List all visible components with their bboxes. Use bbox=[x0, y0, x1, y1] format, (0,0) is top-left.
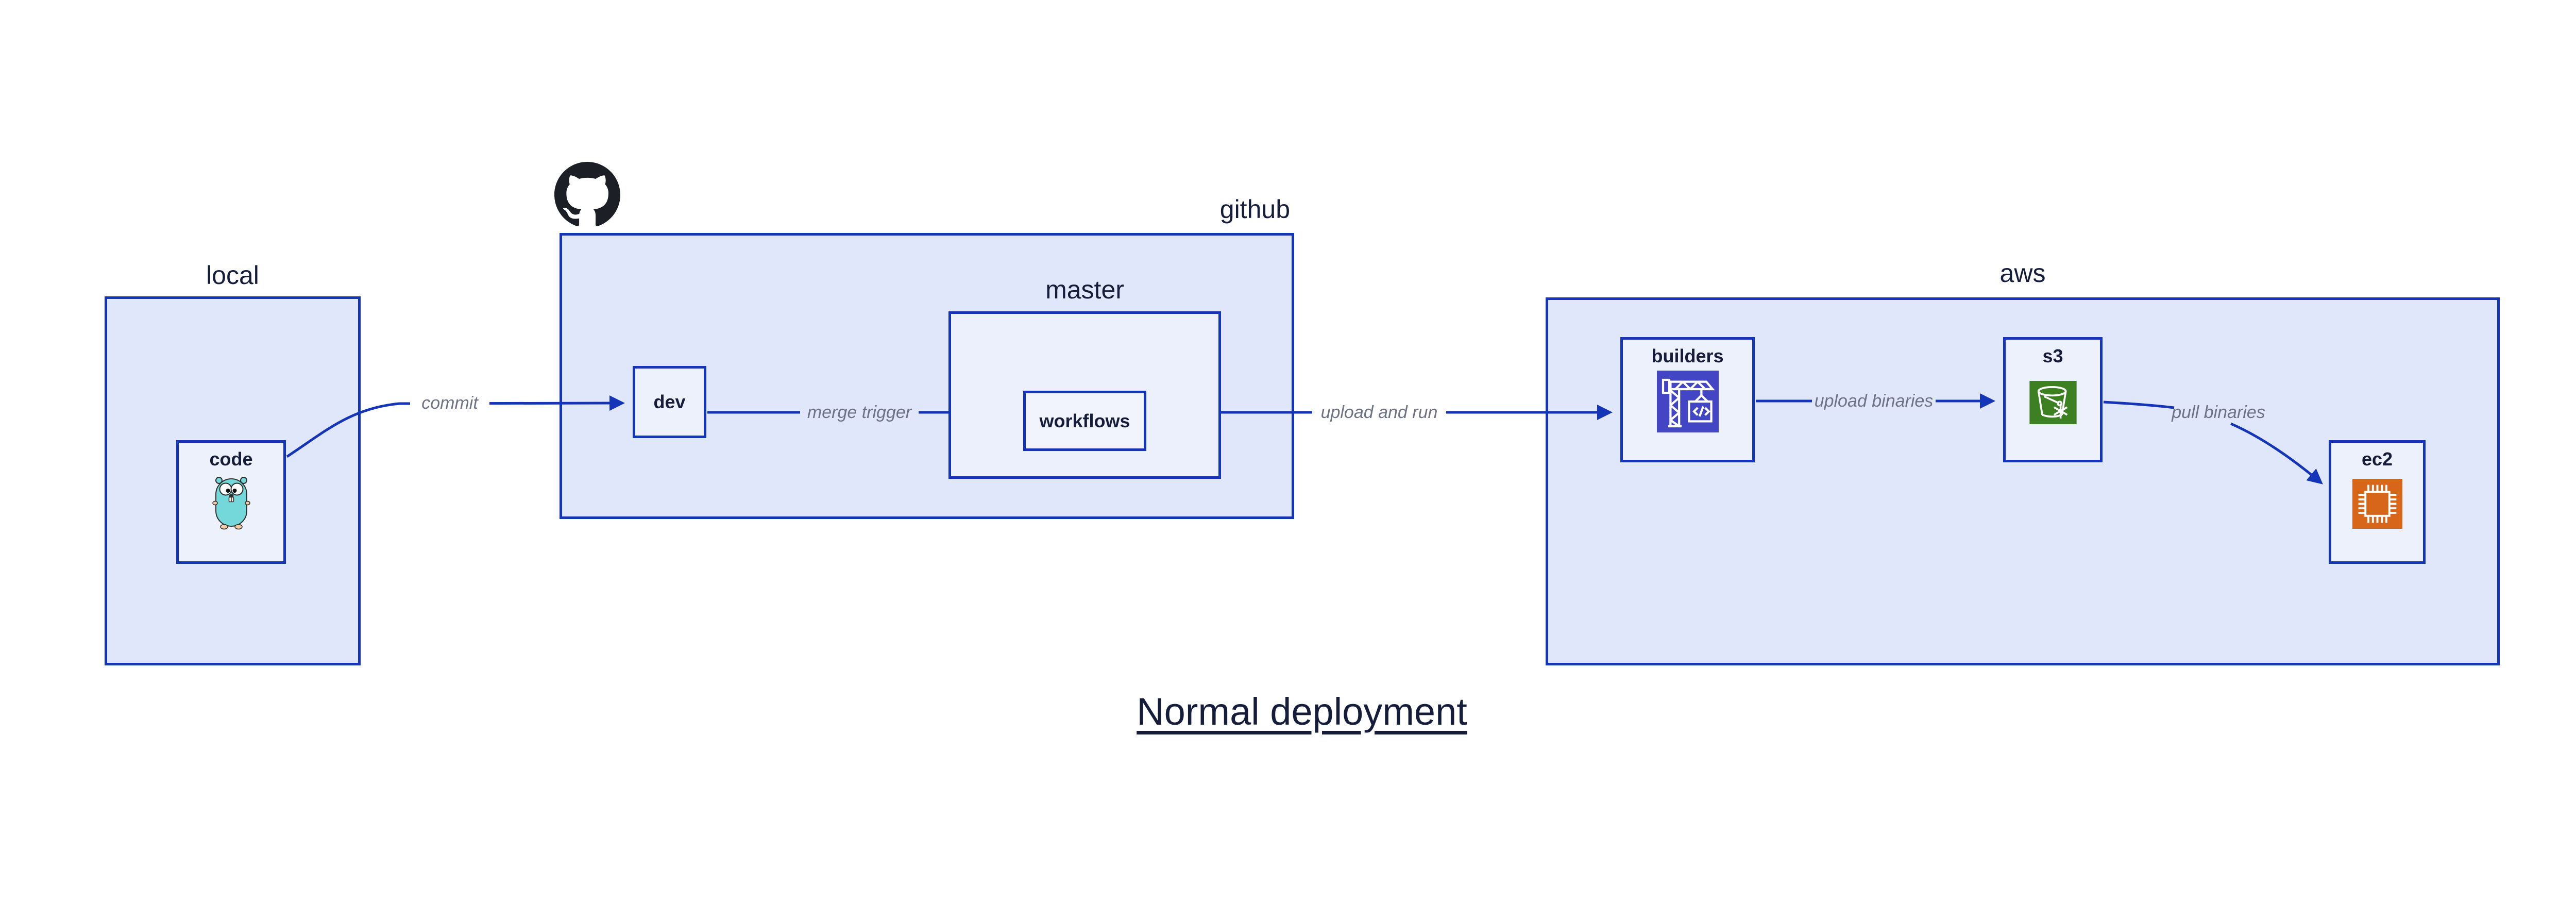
edge-label-commit: commit bbox=[410, 391, 489, 415]
node-label-builders: builders bbox=[1651, 345, 1724, 366]
group-label-aws: aws bbox=[1999, 259, 2046, 288]
edge-pull-binaries-arrow-start bbox=[2103, 400, 2175, 409]
node-label-s3: s3 bbox=[2042, 345, 2063, 366]
node-s3: s3 bbox=[2003, 337, 2103, 462]
edge-label-upload-and-run: upload and run bbox=[1312, 400, 1446, 425]
group-label-github: github bbox=[1219, 195, 1290, 224]
group-label-local: local bbox=[206, 261, 259, 290]
node-workflows: workflows bbox=[1023, 391, 1146, 451]
aws-ec2-chip-icon bbox=[2352, 479, 2402, 529]
node-label-ec2: ec2 bbox=[2361, 448, 2393, 470]
edge-commit-arrow bbox=[286, 395, 625, 458]
node-label-code: code bbox=[209, 448, 253, 470]
github-octocat-icon bbox=[554, 162, 620, 226]
diagram-title: Normal deployment bbox=[1137, 690, 1467, 733]
node-label-dev: dev bbox=[653, 391, 686, 412]
edge-pull-binaries-arrow-end bbox=[2230, 422, 2323, 485]
node-label-workflows: workflows bbox=[1039, 410, 1130, 431]
edge-label-upload-binaries: upload binaries bbox=[1812, 389, 1936, 413]
node-dev: dev bbox=[633, 366, 706, 438]
node-code: code bbox=[176, 440, 286, 564]
node-ec2: ec2 bbox=[2329, 440, 2426, 564]
aws-codebuild-crane-icon bbox=[1656, 371, 1719, 432]
node-builders: builders bbox=[1620, 337, 1755, 462]
go-gopher-icon bbox=[212, 477, 250, 530]
edge-label-pull-binaries: pull binaries bbox=[2172, 403, 2265, 422]
group-label-master: master bbox=[1045, 275, 1124, 304]
aws-s3-glacier-bucket-icon bbox=[2029, 381, 2077, 424]
edge-label-merge-trigger: merge trigger bbox=[800, 400, 919, 425]
